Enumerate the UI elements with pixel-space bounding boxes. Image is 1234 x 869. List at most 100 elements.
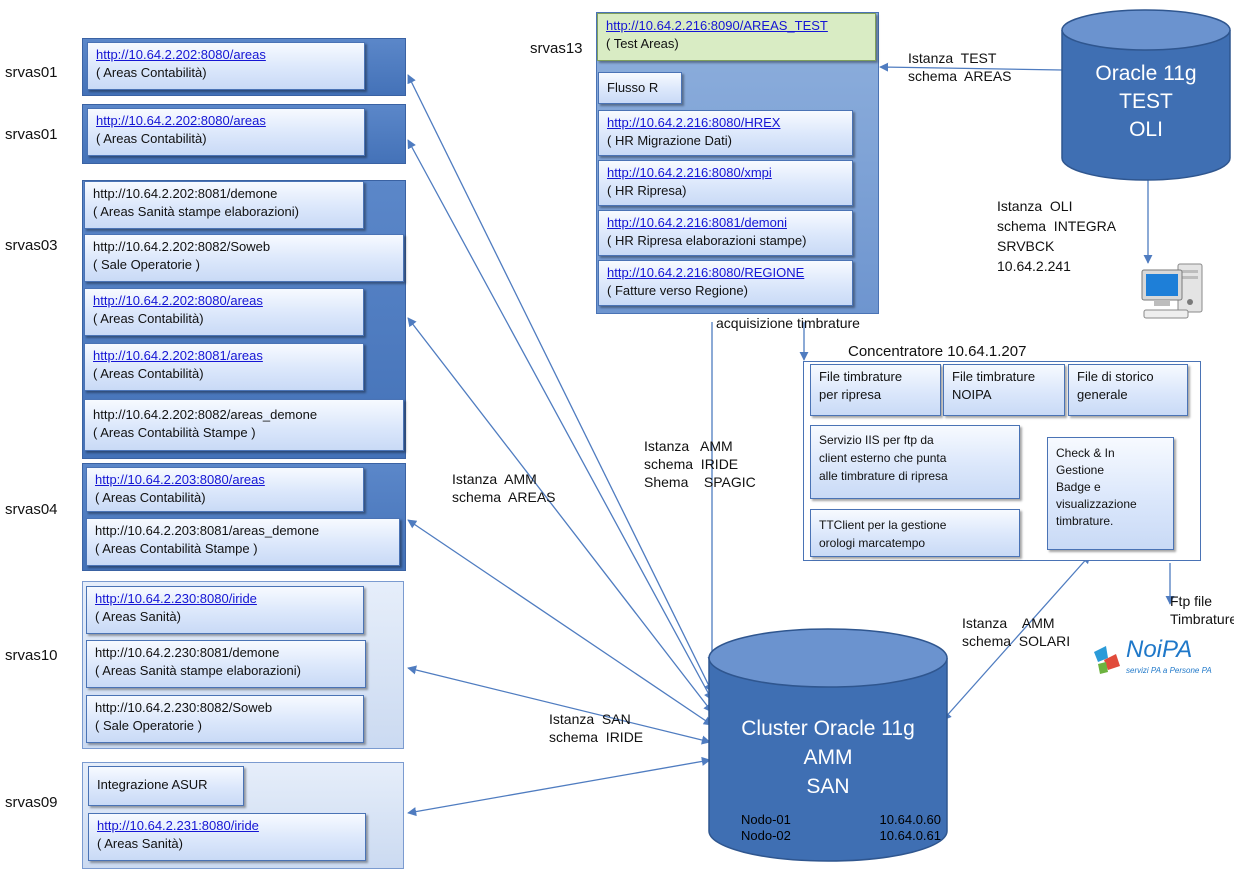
file-box: File di storico generale bbox=[1068, 364, 1188, 416]
app-card[interactable]: http://10.64.2.202:8080/areas ( Areas Co… bbox=[87, 108, 365, 156]
app-card[interactable]: http://10.64.2.230:8081/demone ( Areas S… bbox=[86, 640, 366, 688]
arrow-srvas04-cluster bbox=[407, 519, 713, 726]
cluster-db-icon bbox=[708, 628, 948, 862]
app-description: ( Areas Contabilità Stampe ) bbox=[95, 541, 258, 556]
app-card[interactable]: http://10.64.2.202:8080/areas ( Areas Co… bbox=[87, 42, 365, 90]
app-url-text: http://10.64.2.230:8082/Soweb bbox=[95, 700, 273, 715]
istanza-amm-iride-label: Istanza AMM schema IRIDE Shema SPAGIC bbox=[644, 438, 756, 490]
app-card[interactable]: Integrazione ASUR bbox=[88, 766, 244, 806]
app-url-text: http://10.64.2.202:8082/Soweb bbox=[93, 239, 271, 254]
app-description: ( Areas Contabilità Stampe ) bbox=[93, 425, 256, 440]
app-description: ( Test Areas) bbox=[606, 36, 679, 51]
app-url-link[interactable]: http://10.64.2.230:8080/iride bbox=[95, 591, 257, 606]
app-description: ( Areas Contabilità) bbox=[93, 366, 204, 381]
app-card[interactable]: http://10.64.2.216:8080/HREX ( HR Migraz… bbox=[598, 110, 853, 156]
arrow-oracle-test-srvas13 bbox=[879, 62, 1063, 72]
istanza-oli-label: Istanza OLI schema INTEGRA SRVBCK 10.64.… bbox=[997, 198, 1117, 274]
node-name: Nodo-01 bbox=[741, 812, 791, 827]
node-ip: 10.64.0.61 bbox=[879, 828, 941, 843]
cluster-line2: AMM bbox=[803, 746, 853, 769]
check-in-box: Check & In Gestione Badge e visualizzazi… bbox=[1047, 437, 1174, 550]
acquisizione-label: acquisizione timbrature bbox=[716, 315, 860, 331]
istanza-test-label: Istanza TEST schema AREAS bbox=[908, 50, 1012, 84]
app-card[interactable]: http://10.64.2.216:8080/xmpi ( HR Ripres… bbox=[598, 160, 853, 206]
app-description: ( HR Ripresa) bbox=[607, 183, 687, 198]
app-card[interactable]: http://10.64.2.230:8082/Soweb ( Sale Ope… bbox=[86, 695, 364, 743]
app-url-text: http://10.64.2.203:8081/areas_demone bbox=[95, 523, 320, 538]
app-card[interactable]: http://10.64.2.230:8080/iride ( Areas Sa… bbox=[86, 586, 364, 634]
cluster-node-row: Nodo-01 10.64.0.60 bbox=[741, 812, 941, 828]
app-card[interactable]: http://10.64.2.202:8080/areas ( Areas Co… bbox=[84, 288, 364, 336]
srvas01-label: srvas01 bbox=[5, 64, 58, 81]
computer-icon bbox=[1141, 263, 1203, 319]
ftp-label: Ftp file Timbrature bbox=[1170, 593, 1234, 627]
file-box: File timbrature NOIPA bbox=[943, 364, 1065, 416]
noipa-name: NoiPA bbox=[1126, 636, 1193, 663]
oracle-test-line2: TEST bbox=[1119, 90, 1173, 113]
app-description: ( Areas Sanità stampe elaborazioni) bbox=[95, 663, 301, 678]
arrow-concentratore-cluster bbox=[942, 554, 1091, 721]
app-url-text: http://10.64.2.230:8081/demone bbox=[95, 645, 280, 660]
oracle-test-line3: OLI bbox=[1129, 118, 1163, 141]
node-name: Nodo-02 bbox=[741, 828, 791, 843]
noipa-logo: NoiPA servizi PA a Persone PA bbox=[1090, 636, 1230, 684]
app-description: ( Areas Sanità stampe elaborazioni) bbox=[93, 204, 299, 219]
app-url-link[interactable]: http://10.64.2.216:8081/demoni bbox=[607, 215, 787, 230]
file-box: File timbrature per ripresa bbox=[810, 364, 941, 416]
srvas09-label: srvas09 bbox=[5, 794, 58, 811]
app-url-link[interactable]: http://10.64.2.202:8080/areas bbox=[96, 47, 266, 62]
app-url-link[interactable]: http://10.64.2.202:8080/areas bbox=[93, 293, 263, 308]
srvas04-label: srvas04 bbox=[5, 501, 58, 518]
app-url-text: Integrazione ASUR bbox=[97, 777, 208, 792]
app-card[interactable]: http://10.64.2.203:8081/areas_demone ( A… bbox=[86, 518, 400, 566]
app-url-text: http://10.64.2.202:8082/areas_demone bbox=[93, 407, 318, 422]
app-url-link[interactable]: http://10.64.2.203:8080/areas bbox=[95, 472, 265, 487]
noipa-mark-icon bbox=[1094, 646, 1120, 674]
oracle-test-label: Oracle 11g TEST OLI bbox=[1058, 60, 1234, 144]
cluster-label: Cluster Oracle 11g AMM SAN bbox=[706, 714, 950, 801]
app-url-link[interactable]: http://10.64.2.216:8080/REGIONE bbox=[607, 265, 805, 280]
app-card[interactable]: http://10.64.2.202:8082/areas_demone ( A… bbox=[84, 399, 404, 451]
flusso-label: Flusso R bbox=[607, 80, 659, 95]
app-url-link[interactable]: http://10.64.2.216:8080/xmpi bbox=[607, 165, 772, 180]
app-card[interactable]: http://10.64.2.202:8081/demone ( Areas S… bbox=[84, 181, 364, 229]
app-description: ( HR Migrazione Dati) bbox=[607, 133, 732, 148]
cluster-line1: Cluster Oracle 11g bbox=[741, 717, 915, 740]
oracle-test-line1: Oracle 11g bbox=[1095, 62, 1197, 85]
arrow-srvas09-cluster bbox=[407, 756, 711, 817]
test-app-card[interactable]: http://10.64.2.216:8090/AREAS_TEST ( Tes… bbox=[597, 13, 876, 61]
concentratore-title: Concentratore 10.64.1.207 bbox=[848, 343, 1027, 360]
istanza-amm-areas-label: Istanza AMM schema AREAS bbox=[452, 471, 556, 505]
app-url-link[interactable]: http://10.64.2.216:8080/HREX bbox=[607, 115, 781, 130]
app-card[interactable]: http://10.64.2.216:8081/demoni ( HR Ripr… bbox=[598, 210, 853, 256]
srvas13-label: srvas13 bbox=[530, 40, 583, 57]
arrow-srvas10-cluster bbox=[407, 665, 711, 745]
app-description: ( Areas Contabilità) bbox=[93, 311, 204, 326]
app-description: ( Areas Contabilità) bbox=[96, 131, 207, 146]
app-url-link[interactable]: http://10.64.2.216:8090/AREAS_TEST bbox=[606, 18, 828, 33]
app-url-link[interactable]: http://10.64.2.231:8080/iride bbox=[97, 818, 259, 833]
app-description: ( Areas Contabilità) bbox=[95, 490, 206, 505]
app-description: ( HR Ripresa elaborazioni stampe) bbox=[607, 233, 807, 248]
app-description: ( Sale Operatorie ) bbox=[93, 257, 200, 272]
app-card[interactable]: http://10.64.2.202:8082/Soweb ( Sale Ope… bbox=[84, 234, 404, 282]
istanza-san-label: Istanza SAN schema IRIDE bbox=[549, 711, 644, 745]
app-description: ( Areas Contabilità) bbox=[96, 65, 207, 80]
app-url-link[interactable]: http://10.64.2.202:8081/areas bbox=[93, 348, 263, 363]
app-card[interactable]: http://10.64.2.231:8080/iride ( Areas Sa… bbox=[88, 813, 366, 861]
app-description: ( Fatture verso Regione) bbox=[607, 283, 748, 298]
oracle-test-db-icon bbox=[1061, 9, 1231, 181]
arrow-srvas03-cluster bbox=[407, 317, 713, 713]
app-card[interactable]: http://10.64.2.216:8080/REGIONE ( Fattur… bbox=[598, 260, 853, 306]
app-card[interactable]: http://10.64.2.203:8080/areas ( Areas Co… bbox=[86, 467, 364, 512]
srvas01-label: srvas01 bbox=[5, 126, 58, 143]
node-ip: 10.64.0.60 bbox=[879, 812, 941, 827]
app-card[interactable]: http://10.64.2.202:8081/areas ( Areas Co… bbox=[84, 343, 364, 391]
app-url-link[interactable]: http://10.64.2.202:8080/areas bbox=[96, 113, 266, 128]
cluster-nodes: Nodo-01 10.64.0.60 Nodo-02 10.64.0.61 bbox=[741, 812, 941, 844]
srvas03-label: srvas03 bbox=[5, 237, 58, 254]
ttclient-box: TTClient per la gestione orologi marcate… bbox=[810, 509, 1020, 557]
app-description: ( Sale Operatorie ) bbox=[95, 718, 202, 733]
noipa-tagline: servizi PA a Persone PA bbox=[1126, 666, 1212, 675]
